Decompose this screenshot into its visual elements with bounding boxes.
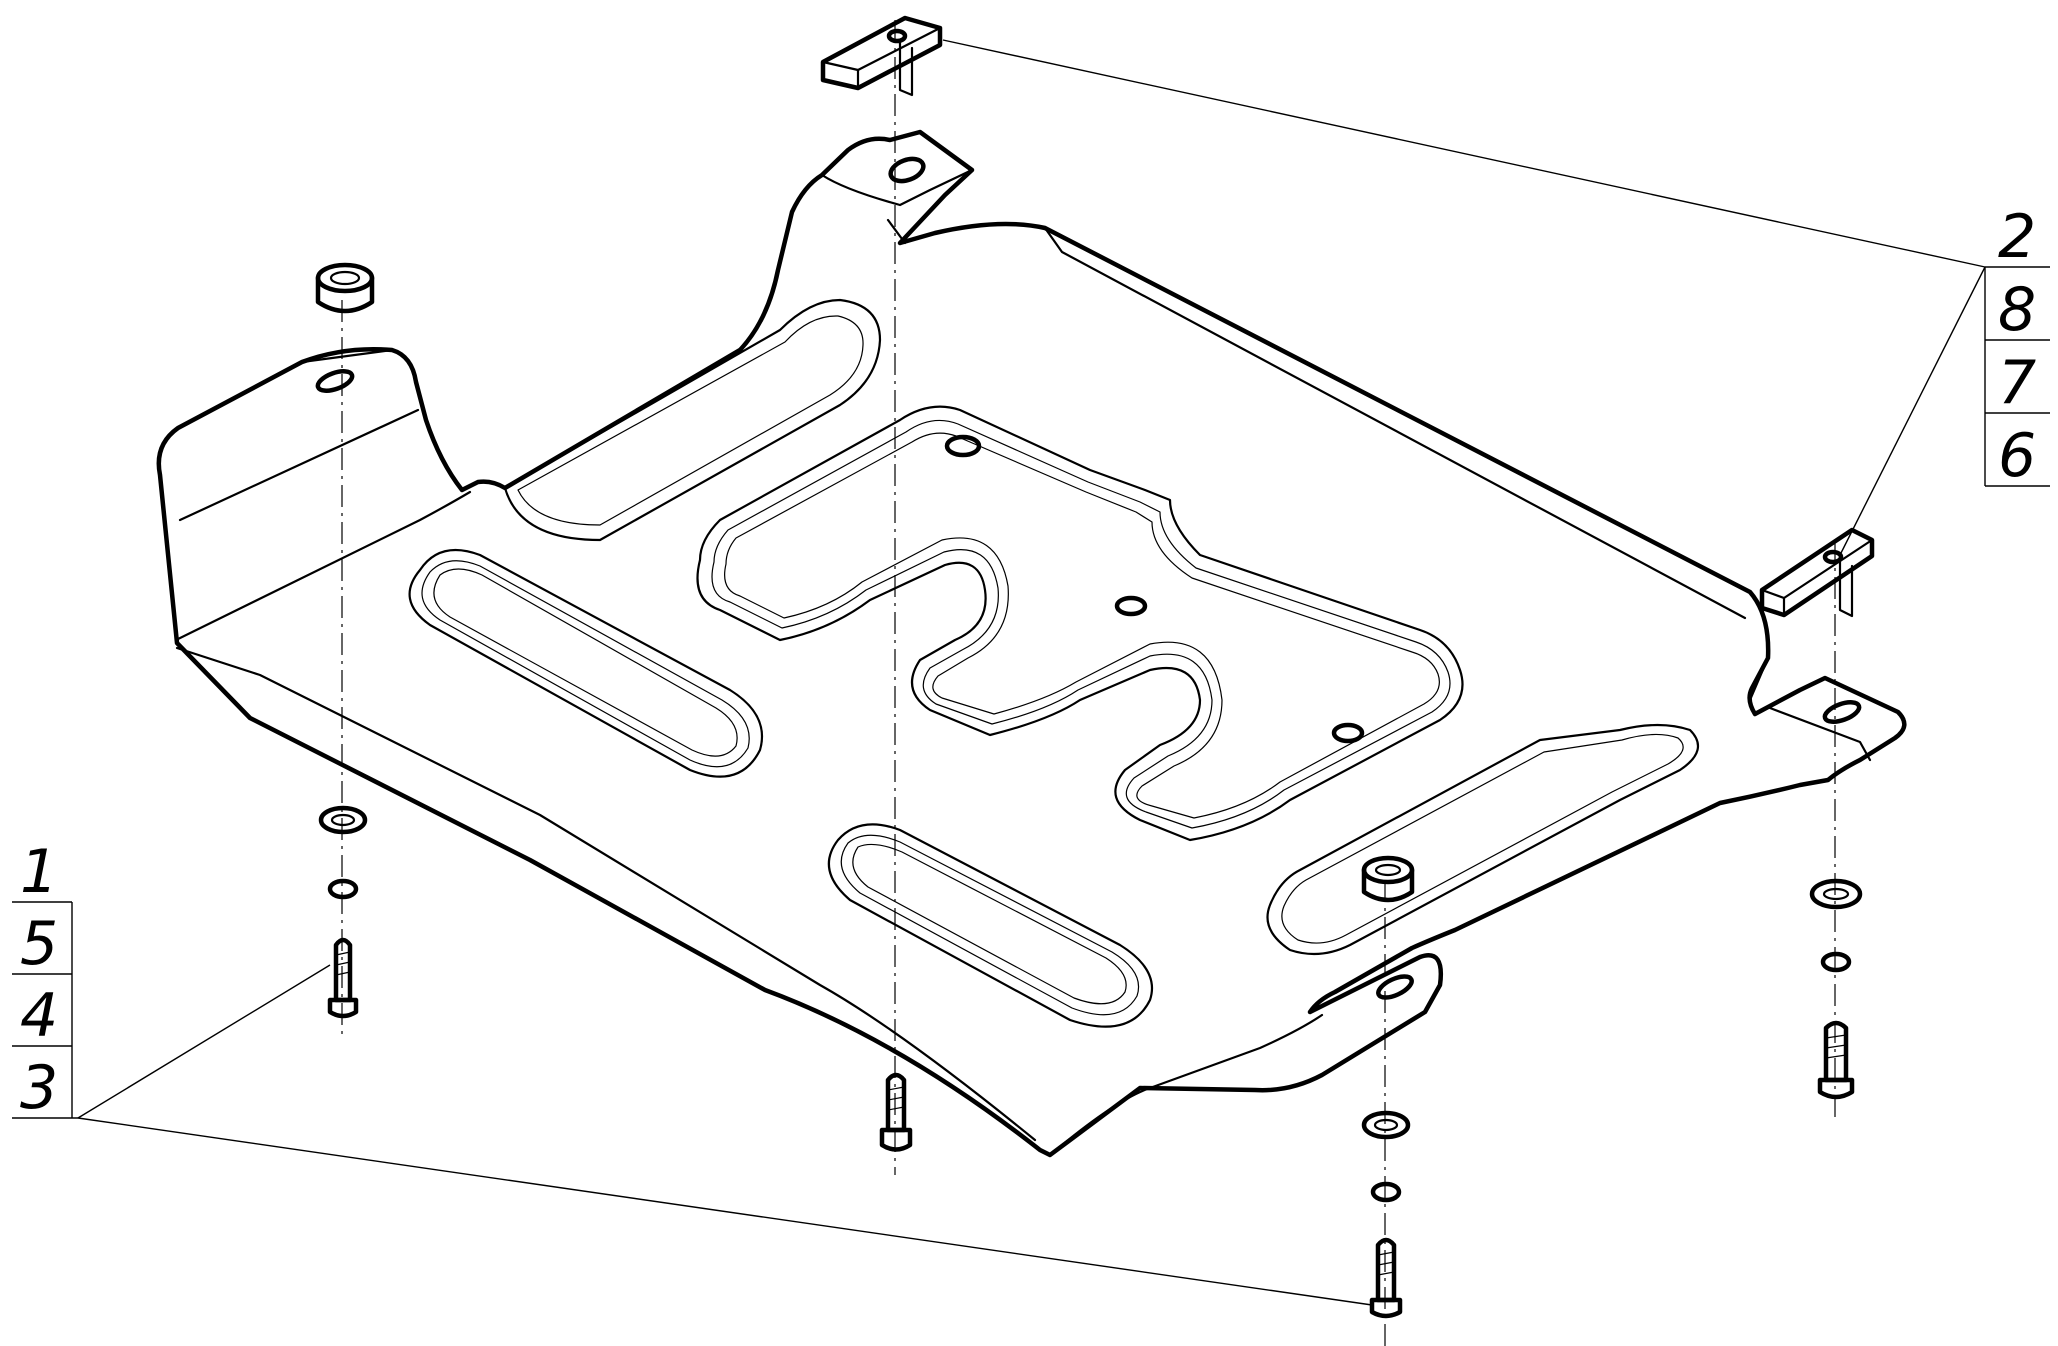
callout-label-5: 5 [20,909,58,979]
clip-plate-rear [820,15,943,97]
callout-label-1: 1 [20,837,58,907]
callout-label-3: 3 [20,1053,58,1123]
callout-stack-right: 2 8 7 6 [1984,202,2050,491]
callout-stack-left: 1 5 4 3 [12,837,78,1123]
spacer-bushing-left [315,262,375,314]
callout-label-2: 2 [1998,202,2036,272]
fastener-stack-right [1809,878,1863,1100]
rib-back [503,298,882,542]
fastener-stack-left [318,805,368,1019]
callout-label-7: 7 [1998,348,2036,418]
rib-front-left [827,823,1154,1028]
leader-lines [77,39,1986,1306]
fastener-bolt-center [879,1072,913,1152]
center-lines [341,20,1836,1346]
rib-left-long [408,548,764,778]
rib-center-e [696,405,1464,842]
hole [944,434,982,458]
callout-label-4: 4 [20,981,58,1051]
hole [1331,722,1365,744]
rib-front-right [1266,723,1700,956]
clip-plate-right [1759,527,1875,618]
callout-label-6: 6 [1998,421,2036,491]
callout-label-8: 8 [1998,275,2036,345]
spacer-bushing-front [1361,855,1415,903]
skid-plate [156,129,1907,1158]
hole [1114,595,1148,617]
fastener-stack-front [1361,1110,1411,1319]
